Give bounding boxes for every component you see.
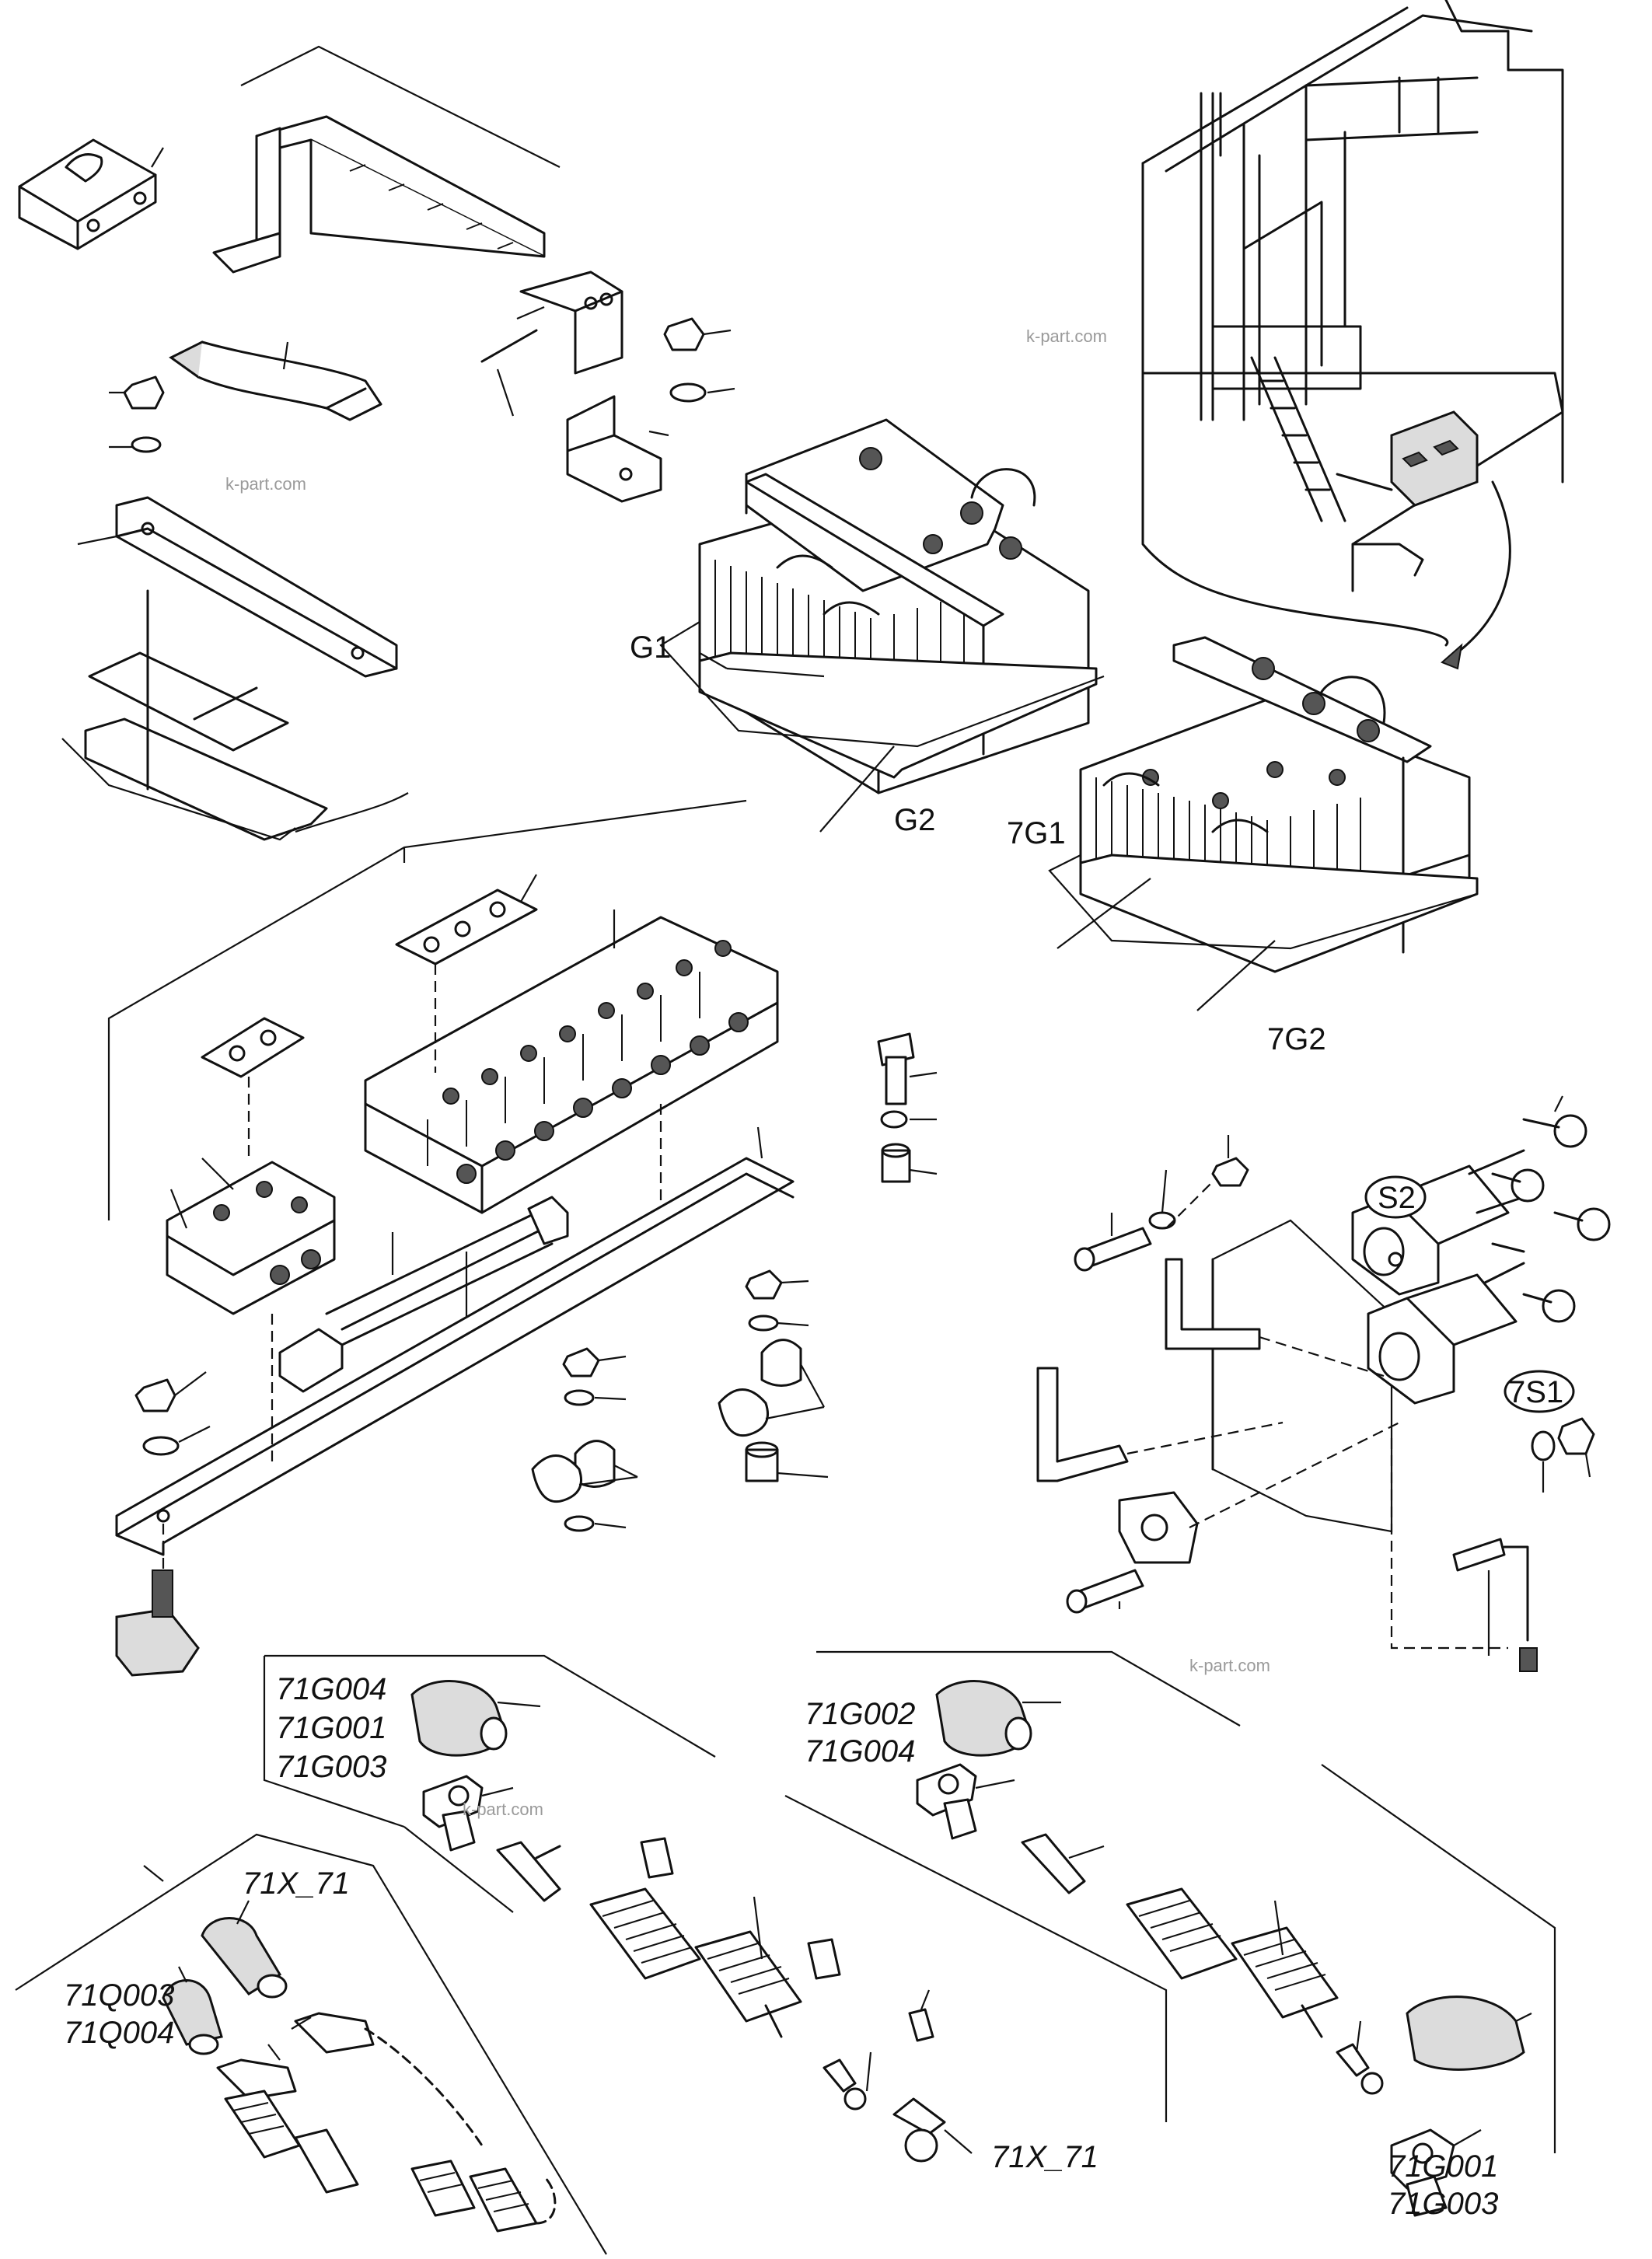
watermark: k-part.com	[1026, 326, 1107, 346]
watermark: k-part.com	[1189, 1656, 1270, 1675]
label-cap-left-3: 71G003	[276, 1750, 386, 1784]
battery-pair-7g1-7g2: 7G1 7G2	[1007, 636, 1479, 1056]
switch-s2-icon: S2	[1351, 1149, 1525, 1296]
clamp-plate-icon	[480, 271, 623, 417]
machine-frame-view: k-part.com	[1026, 0, 1564, 670]
watermark: k-part.com	[225, 474, 306, 494]
label-cap-mid-1: 71G002	[805, 1697, 915, 1731]
label-7g2: 7G2	[1267, 1022, 1326, 1056]
label-cap-left-2: 71G001	[276, 1711, 386, 1745]
label-s2: S2	[1378, 1181, 1416, 1215]
label-g2: G2	[894, 803, 935, 837]
label-x71-bottom: 71X_71	[991, 2140, 1098, 2174]
label-cap-right-1: 71G001	[1388, 2149, 1498, 2184]
top-left-bracket-group	[18, 45, 735, 841]
bellows-left-1-icon	[589, 1887, 701, 1980]
l-bracket-icon	[566, 395, 669, 503]
cable-kit-right: 71G002 71G004 71G001 71G003 k-part.com	[225, 474, 1556, 2221]
angle-bracket-icon	[18, 138, 164, 250]
bellows-left-2-icon	[694, 1930, 802, 2038]
terminal-block-small-icon	[166, 1077, 336, 1315]
u-bracket-icon	[212, 45, 561, 274]
label-7g1: 7G1	[1007, 816, 1066, 850]
terminal-block-row-icon	[364, 910, 779, 1244]
label-q-1: 71Q003	[64, 1978, 174, 2013]
cable-kit-left: 71G004 71G001 71G003 71X_71 k-part.com	[263, 1654, 1098, 2174]
battery-pair-g1-g2: G1 G2	[630, 418, 1105, 837]
label-g1: G1	[630, 630, 671, 665]
battery-switch-panel: S2 7S1	[1036, 1095, 1611, 1675]
battery-strap-icon	[169, 340, 382, 421]
clip-hardware-group	[531, 1032, 938, 1532]
nut-washer-set-icon	[109, 317, 735, 453]
switch-7s1-icon: 7S1	[1367, 1262, 1575, 1413]
label-cap-left-1: 71G004	[276, 1672, 386, 1706]
label-x71-top: 71X_71	[243, 1866, 350, 1901]
watermark: k-part.com	[463, 1800, 543, 1819]
label-cap-mid-2: 71G004	[805, 1734, 915, 1768]
terminal-rail-assembly	[107, 799, 795, 1677]
label-cap-right-2: 71G003	[1388, 2187, 1498, 2221]
label-q-2: 71Q004	[64, 2016, 174, 2050]
battery-tray-icon	[61, 496, 409, 841]
label-7s1: 7S1	[1508, 1375, 1563, 1409]
machine-terminal-icon	[1336, 410, 1479, 507]
plug-kit: 71X_71 71Q003 71Q004	[15, 1833, 607, 2255]
